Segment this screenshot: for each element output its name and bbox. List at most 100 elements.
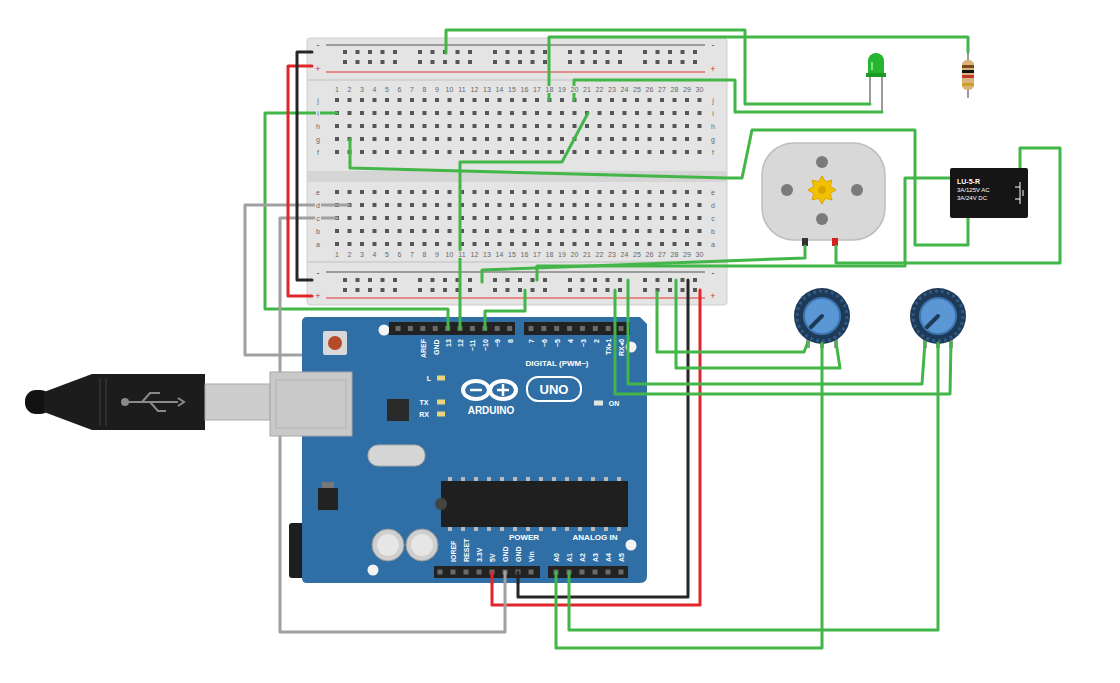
label-slot: f (316, 149, 320, 156)
breadboard-holes (535, 216, 539, 220)
breadboard-holes (418, 288, 422, 292)
breadboard-holes (485, 98, 489, 102)
breadboard-holes (560, 137, 564, 141)
breadboard-holes (693, 278, 697, 282)
reset-button (323, 331, 347, 355)
breadboard-holes (585, 137, 589, 141)
label-slot: 3.3V (476, 547, 483, 563)
breadboard-holes (698, 242, 702, 246)
breadboard-holes (648, 137, 652, 141)
breadboard-holes (510, 242, 514, 246)
breadboard-holes (343, 278, 347, 282)
breadboard-holes (510, 216, 514, 220)
label-slot: 13 (482, 86, 492, 93)
breadboard-holes (560, 242, 564, 246)
column-number: 11 (457, 86, 466, 93)
breadboard-holes (393, 278, 397, 282)
label-slot: + (314, 292, 321, 301)
pin-label: Vin (528, 550, 535, 563)
jumper-wire (556, 343, 822, 648)
breadboard-holes (510, 137, 514, 141)
row-letter: a (315, 241, 321, 248)
breadboard-holes (618, 60, 622, 64)
breadboard-holes (460, 150, 464, 154)
breadboard-holes (693, 50, 697, 54)
label-slot: 22 (595, 251, 605, 258)
breadboard-holes (335, 242, 339, 246)
breadboard-holes (698, 216, 702, 220)
breadboard-holes (635, 111, 639, 115)
label-slot: ~9 (494, 338, 501, 348)
breadboard-holes (493, 278, 497, 282)
column-number: 12 (470, 86, 480, 93)
pin-label: 7 (528, 338, 535, 344)
row-letter: i (316, 110, 320, 117)
pin-label: ~10 (482, 338, 489, 352)
breadboard-holes (335, 229, 339, 233)
label-slot: 28 (670, 251, 680, 258)
breadboard-holes (543, 288, 547, 292)
breadboard-holes (523, 216, 527, 220)
breadboard-holes (681, 60, 685, 64)
breadboard-holes (373, 229, 377, 233)
label-slot: 23 (607, 86, 617, 93)
label-slot: 6 (397, 251, 403, 258)
breadboard-holes (431, 60, 435, 64)
row-letter: c (315, 215, 321, 222)
breadboard-holes (523, 150, 527, 154)
breadboard-holes (560, 216, 564, 220)
breadboard-holes (506, 50, 510, 54)
breadboard-holes (460, 137, 464, 141)
breadboard-holes (535, 242, 539, 246)
breadboard-holes (385, 150, 389, 154)
breadboard-holes (523, 203, 527, 207)
breadboard-holes (581, 278, 585, 282)
breadboard-holes (548, 111, 552, 115)
breadboard-holes (473, 137, 477, 141)
jumper-wire (491, 572, 494, 583)
column-number: 5 (384, 86, 390, 93)
breadboard-holes (618, 278, 622, 282)
column-number: 29 (682, 86, 692, 93)
column-number: 2 (347, 86, 353, 93)
pcb (626, 540, 637, 551)
potentiometer (811, 316, 822, 327)
potentiometer (920, 298, 956, 334)
label-slot: RX (418, 411, 430, 418)
column-number: 17 (532, 251, 542, 258)
breadboard-holes (660, 124, 664, 128)
label-slot: 12 (470, 251, 480, 258)
column-number: 18 (545, 251, 555, 258)
breadboard-holes (348, 216, 352, 220)
relay-module: LU-5-R3A/125V AC3A/24V DC (950, 168, 1028, 218)
breadboard-holes (410, 216, 414, 220)
breadboard-holes (560, 150, 564, 154)
column-number: 14 (495, 86, 505, 93)
breadboard-holes (510, 150, 514, 154)
breadboard-holes (598, 203, 602, 207)
breadboard-holes (668, 288, 672, 292)
breadboard: --++123456789101112131415161718192021222… (307, 38, 727, 305)
breadboard-holes (510, 190, 514, 194)
row-letter: j (711, 97, 715, 104)
section-title: POWER (508, 534, 540, 542)
pin-label: 3.3V (476, 547, 483, 563)
header-pins (529, 570, 534, 575)
breadboard-holes (435, 111, 439, 115)
led-green (871, 62, 873, 70)
breadboard-holes (468, 50, 472, 54)
breadboard-holes (343, 288, 347, 292)
header-pins (580, 326, 585, 331)
arduino-art (302, 317, 647, 583)
breadboard-holes (573, 203, 577, 207)
relay-pin-marks (1015, 182, 1023, 204)
label-slot: 11 (457, 86, 466, 93)
breadboard-holes (585, 242, 589, 246)
rail-polarity: - (711, 269, 716, 278)
breadboard-holes (623, 111, 627, 115)
breadboard-holes (610, 216, 614, 220)
jumper-wire (569, 343, 938, 630)
column-number: 26 (645, 86, 655, 93)
motor-gear (808, 176, 836, 204)
breadboard-holes (573, 242, 577, 246)
